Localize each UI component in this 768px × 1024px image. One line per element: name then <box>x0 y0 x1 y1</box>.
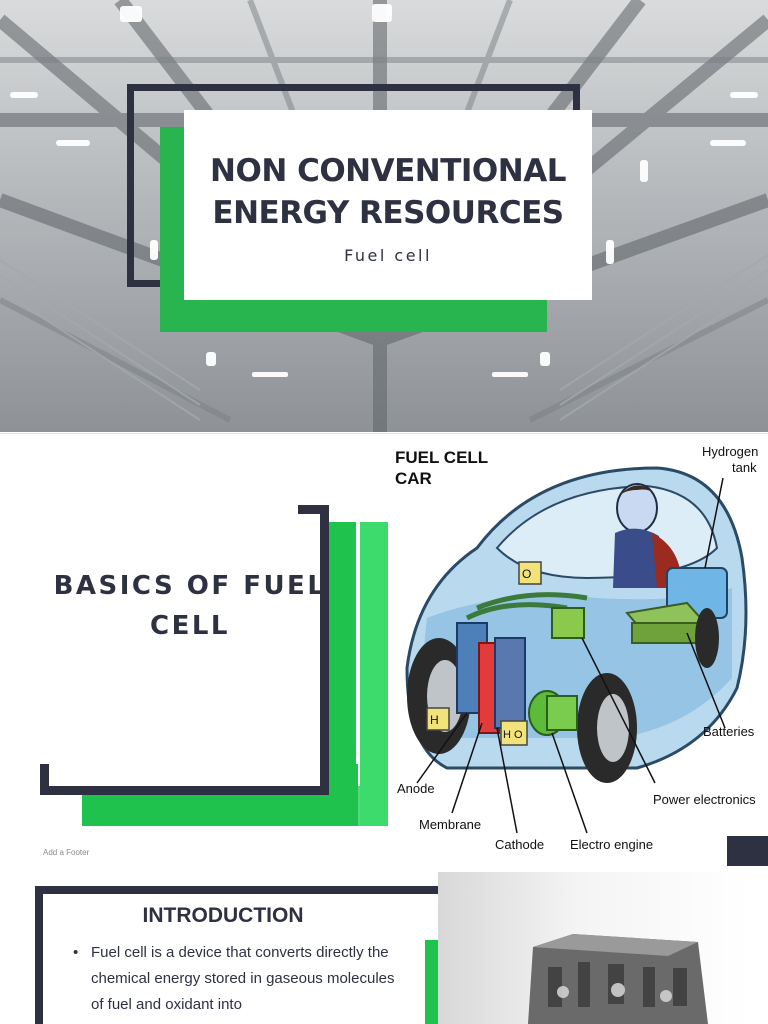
slide-footer: Add a Footer <box>43 848 90 857</box>
frame-left-bar <box>35 886 43 1024</box>
o2-label: O <box>522 567 531 581</box>
fuel-cell-stack-drawing <box>528 934 708 1024</box>
h2o-label: H O <box>503 729 523 741</box>
title-line-2: ENERGY RESOURCES <box>212 195 564 231</box>
car-caption-line-2: CAR <box>395 469 432 488</box>
batteries-label: Batteries <box>703 724 755 739</box>
slide-introduction: INTRODUCTION • Fuel cell is a device tha… <box>0 866 768 1024</box>
frame-top-bar <box>298 505 329 514</box>
membrane-label: Membrane <box>419 817 481 832</box>
slide-basics: BASICS OF FUEL CELL Add a Footer FUEL CE… <box>0 433 768 866</box>
frame-bottom-bar <box>40 786 329 795</box>
bullet-item: • Fuel cell is a device that converts di… <box>73 940 404 1018</box>
fuel-cell-stack <box>456 592 588 734</box>
h2-label: H <box>430 713 439 727</box>
corner-accent <box>727 836 768 866</box>
section-title-line-1: BASICS OF FUEL <box>53 571 327 601</box>
hydrogen-tank-label-1: Hydrogen <box>702 444 758 459</box>
bullet-text: Fuel cell is a device that converts dire… <box>91 944 395 1013</box>
bullet-symbol: • <box>73 944 79 961</box>
car-caption-line-1: FUEL CELL <box>395 448 488 467</box>
callout-lines <box>416 632 726 834</box>
wheels <box>407 608 719 783</box>
frame-left-bar <box>40 764 49 795</box>
title-line-1: NON CONVENTIONAL <box>210 153 566 189</box>
anode-label: Anode <box>397 781 435 796</box>
molecule-badges: O H H O <box>426 561 542 746</box>
hydrogen-tank-label-2: tank <box>732 460 757 475</box>
power-electronics-unit <box>551 607 585 639</box>
section-title-line-2: CELL <box>150 611 230 641</box>
cathode-label: Cathode <box>495 837 544 852</box>
title-card: NON CONVENTIONAL ENERGY RESOURCES Fuel c… <box>184 110 592 300</box>
power-electronics-label: Power electronics <box>653 792 756 807</box>
title-white-panel <box>48 514 320 786</box>
fuel-cell-car-illustration: FUEL CELL CAR Hydrogen tank <box>395 444 758 852</box>
electric-motor <box>528 690 578 736</box>
section-title: BASICS OF FUEL CELL <box>40 566 340 646</box>
frame-right-bar <box>320 505 329 795</box>
presentation-title: NON CONVENTIONAL ENERGY RESOURCES <box>184 150 592 234</box>
introduction-heading: INTRODUCTION <box>142 904 304 927</box>
frame-top-bar <box>35 886 440 894</box>
green-accent-right-light <box>360 522 388 826</box>
presentation-subtitle: Fuel cell <box>344 246 432 265</box>
fuel-cell-stack-photo <box>438 872 748 1024</box>
green-accent <box>425 940 439 1024</box>
electro-engine-label: Electro engine <box>570 837 653 852</box>
slide-title: NON CONVENTIONAL ENERGY RESOURCES Fuel c… <box>0 0 768 432</box>
